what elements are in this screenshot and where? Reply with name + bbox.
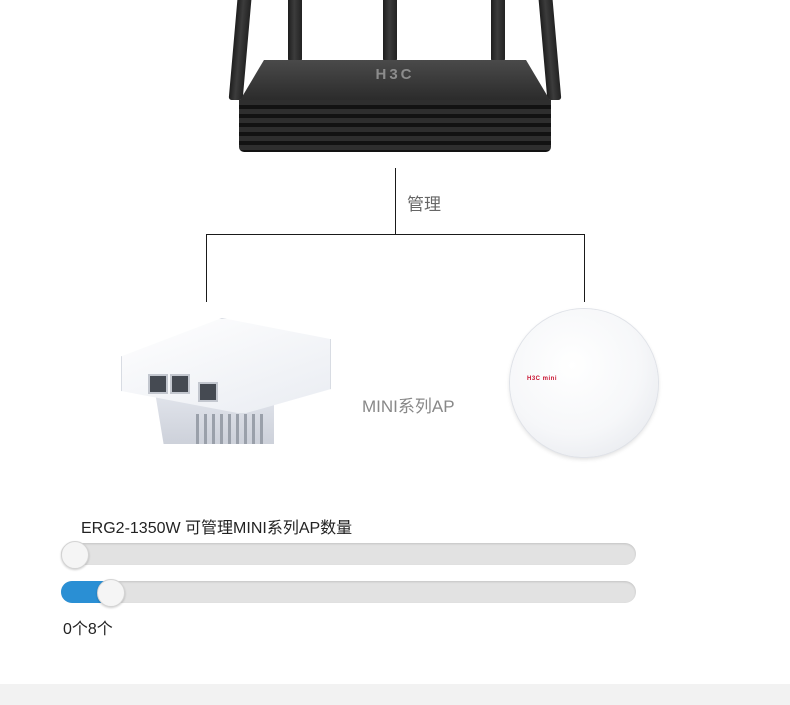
router-image: H3C <box>225 0 565 160</box>
ethernet-port-icon <box>148 374 168 394</box>
wall-plate-ap-image <box>118 316 336 452</box>
capacity-range-thumb[interactable] <box>96 579 125 607</box>
capacity-slider-thumb[interactable] <box>61 541 89 569</box>
router-top-panel <box>239 60 551 102</box>
capacity-range-label: 0个8个 <box>63 621 113 638</box>
ceiling-ap-brand-logo: H3C mini <box>527 376 558 382</box>
capacity-title: ERG2-1350W 可管理MINI系列AP数量 <box>81 520 353 537</box>
router-brand-logo: H3C <box>375 66 415 83</box>
router-antenna <box>491 0 505 62</box>
capacity-slider-track[interactable] <box>61 541 636 569</box>
router-antenna <box>288 0 302 62</box>
router-antenna <box>383 0 397 62</box>
ethernet-port-icon <box>198 382 218 402</box>
ceiling-ap-image: H3C mini <box>510 309 658 457</box>
capacity-range-track[interactable] <box>61 579 636 607</box>
router-vent-body <box>239 100 551 152</box>
connector-line-right <box>584 234 585 302</box>
connector-line-horizontal <box>206 234 585 235</box>
wall-ap-face <box>121 318 331 414</box>
router-antenna <box>228 0 252 100</box>
router-antenna <box>538 0 562 100</box>
ethernet-port-icon <box>170 374 190 394</box>
mini-ap-label: MINI系列AP <box>362 397 455 416</box>
manage-label: 管理 <box>407 195 441 214</box>
connector-line-left <box>206 234 207 302</box>
wall-ap-fins <box>196 414 266 444</box>
connector-line-main <box>395 168 396 234</box>
footer-strip <box>0 684 790 705</box>
